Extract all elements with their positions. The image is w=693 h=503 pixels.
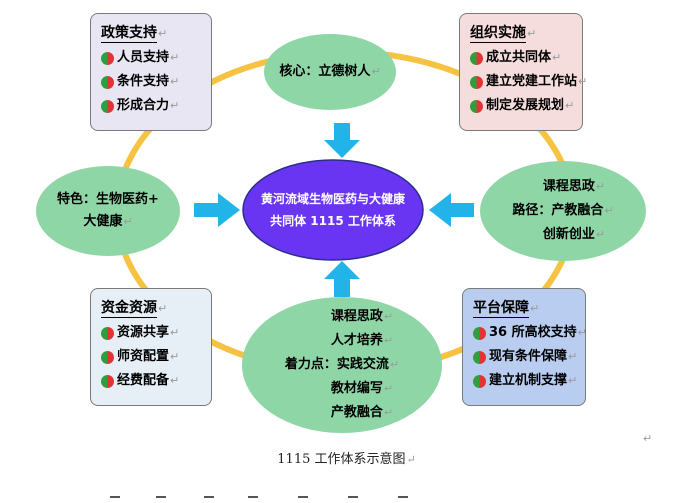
list-item: 现有条件保障↵ [473, 348, 577, 366]
arrow-right [194, 193, 240, 227]
platform-box: 平台保障↵ 36 所高校支持↵ 现有条件保障↵ 建立机制支撑↵ [462, 288, 587, 406]
org-title: 组织实施 [470, 25, 526, 43]
list-item: 资源共享↵ [101, 324, 201, 342]
core-label: 核心：立德树人↵ [279, 64, 381, 79]
bullet-icon [101, 350, 114, 364]
bullet-icon [101, 326, 114, 340]
list-item: 经费配备↵ [101, 372, 201, 390]
bullet-icon [473, 374, 486, 388]
policy-box: 政策支持↵ 人员支持↵ 条件支持↵ 形成合力↵ [90, 13, 212, 131]
org-box: 组织实施↵ 成立共同体↵ 建立党建工作站↵ 制定发展规划↵ [459, 13, 587, 131]
list-item: 成立共同体↵ [470, 49, 572, 67]
cut-off-text-fragment [110, 496, 408, 498]
bullet-icon [101, 374, 114, 388]
list-item: 36 所高校支持↵ [473, 324, 587, 342]
path-label: 课程思政↵ 路径：产教融合↵ 创新创业↵ [512, 179, 614, 242]
bullet-icon [473, 350, 486, 364]
list-item: 形成合力↵ [101, 97, 201, 115]
fund-title: 资金资源 [101, 300, 157, 318]
arrow-down [324, 123, 360, 158]
center-ellipse [242, 159, 424, 261]
bullet-icon [470, 99, 483, 113]
fund-box: 资金资源↵ 资源共享↵ 师资配置↵ 经费配备↵ [90, 288, 212, 406]
paragraph-mark: ↵ [643, 432, 653, 445]
list-item: 人员支持↵ [101, 49, 201, 67]
path-ellipse [480, 161, 646, 261]
bullet-icon [101, 75, 114, 89]
policy-title: 政策支持 [101, 25, 157, 43]
list-item: 建立党建工作站↵ [470, 73, 587, 91]
center-label: 黄河流域生物医药与大健康 共同体 1115 工作体系 [260, 192, 405, 228]
bullet-icon [101, 51, 114, 65]
platform-title: 平台保障 [473, 300, 529, 318]
focus-ellipse [242, 297, 442, 433]
core-ellipse [264, 34, 396, 110]
focus-label: 课程思政↵ 人才培养↵ 着力点：实践交流↵ 教材编写↵ 产教融合↵ [284, 309, 400, 420]
arrow-up [324, 261, 360, 297]
list-item: 建立机制支撑↵ [473, 372, 577, 390]
feature-ellipse [36, 166, 180, 256]
bullet-icon [473, 326, 486, 340]
feature-label: 特色：生物医药+ 大健康↵ [57, 192, 159, 229]
bullet-icon [470, 51, 483, 65]
list-item: 条件支持↵ [101, 73, 201, 91]
bullet-icon [470, 75, 483, 89]
list-item: 制定发展规划↵ [470, 97, 574, 115]
figure-caption: 1115 工作体系示意图↵ [277, 452, 416, 467]
bullet-icon [101, 99, 114, 113]
arrow-left [429, 193, 474, 227]
list-item: 师资配置↵ [101, 348, 201, 366]
